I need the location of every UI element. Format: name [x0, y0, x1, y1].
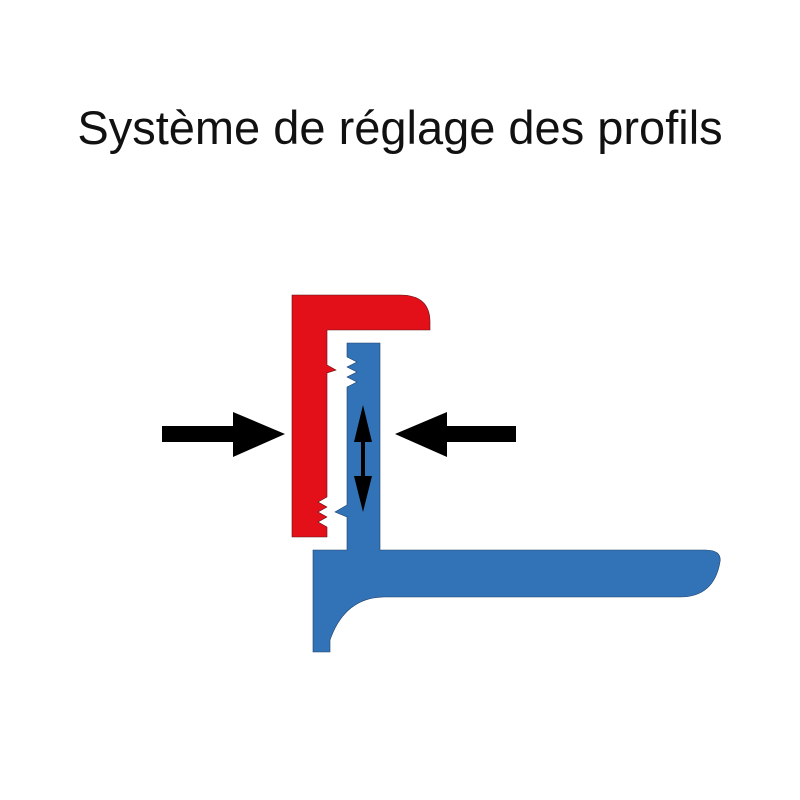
adjustment-double-arrow-icon: [354, 405, 372, 512]
arrow-right-icon: [162, 412, 285, 457]
arrow-left-icon: [395, 412, 516, 457]
diagram-title: Système de réglage des profils: [77, 101, 723, 154]
red-profile: [291, 294, 431, 538]
blue-profile: [312, 342, 721, 653]
